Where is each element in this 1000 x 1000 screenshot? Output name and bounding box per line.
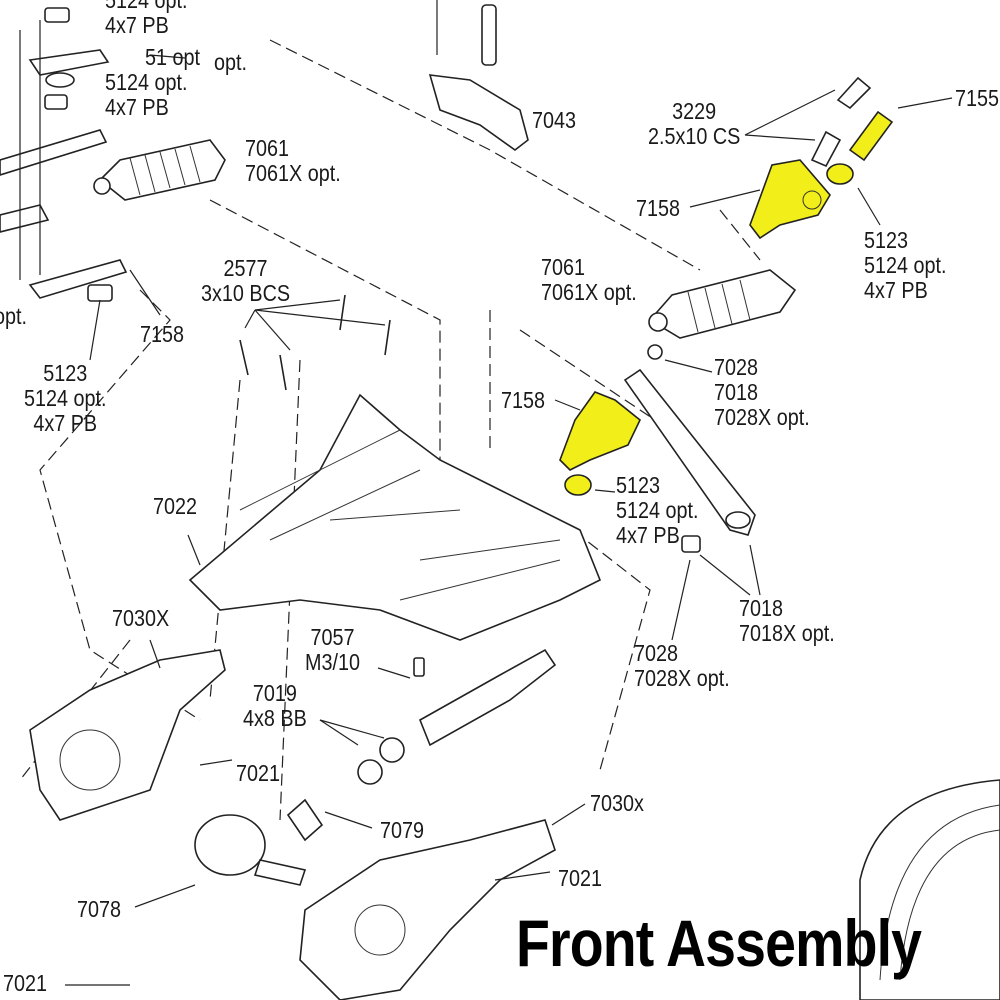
- label-7022: 7022: [153, 493, 198, 519]
- label-7061-left: 7061 7061X opt.: [245, 135, 341, 186]
- label-7078: 7078: [77, 896, 122, 922]
- label-7028-bottom: 7028 7028X opt.: [634, 640, 730, 691]
- chassis-7022: [188, 294, 602, 641]
- drag-link-7018: [623, 344, 756, 553]
- label-7155: 7155: [955, 85, 1000, 111]
- label-5123-right-top: 5123 5124 opt. 4x7 PB: [864, 227, 947, 303]
- label-7019: 7019 4x8 BB: [243, 680, 307, 731]
- assembly-guide-lines: [19, 39, 761, 821]
- label-5124-second: 5124 opt. 4x7 PB: [105, 69, 188, 120]
- label-7158-center: 7158: [501, 387, 546, 413]
- label-7028-top: 7028 7018 7028X opt.: [714, 354, 810, 430]
- upper-left-linkage: [0, 7, 186, 302]
- gearbox-7030X-left: [29, 649, 233, 821]
- label-7030X-left: 7030X: [112, 605, 170, 631]
- label-opt-left: opt.: [0, 303, 28, 329]
- screws-3229: [810, 76, 894, 185]
- label-7079: 7079: [380, 817, 425, 843]
- label-5123-center: 5123 5124 opt. 4x7 PB: [616, 472, 699, 548]
- label-7021-mid: 7021: [236, 760, 281, 786]
- label-7018: 7018 7018X opt.: [739, 595, 835, 646]
- label-3229: 3229 2.5x10 CS: [648, 98, 741, 149]
- diagram-title: Front Assembly: [516, 906, 922, 980]
- leader-lines: [65, 89, 953, 986]
- bellcrank-7158-upper: [749, 159, 831, 240]
- drive-shaft-7057: [357, 648, 557, 785]
- wheel: [859, 779, 1000, 1000]
- label-5123-left: 5123 5124 opt. 4x7 PB: [24, 360, 107, 436]
- label-7061-right: 7061 7061X opt.: [541, 254, 637, 305]
- shock-mount-7043: [428, 0, 529, 151]
- label-7158-left: 7158: [140, 321, 185, 347]
- differential-7078: [194, 798, 324, 886]
- label-7158-right-top: 7158: [636, 195, 681, 221]
- label-51-opt: 51 opt: [145, 44, 200, 70]
- label-2577: 2577 3x10 BCS: [201, 255, 291, 306]
- label-7057: 7057 M3/10: [305, 624, 360, 675]
- gearbox-7030x-right: [299, 819, 556, 1000]
- label-7021-right: 7021: [558, 865, 603, 891]
- label-opt-top: opt.: [214, 49, 248, 75]
- label-7030x-right: 7030x: [590, 790, 644, 816]
- label-7043: 7043: [532, 107, 577, 133]
- left-shock: [93, 139, 226, 201]
- label-5124-top: 5124 opt. 4x7 PB: [105, 0, 188, 38]
- bellcrank-7158-center: [559, 391, 641, 496]
- label-7021-bottom: 7021: [3, 970, 48, 996]
- right-shock: [648, 269, 797, 339]
